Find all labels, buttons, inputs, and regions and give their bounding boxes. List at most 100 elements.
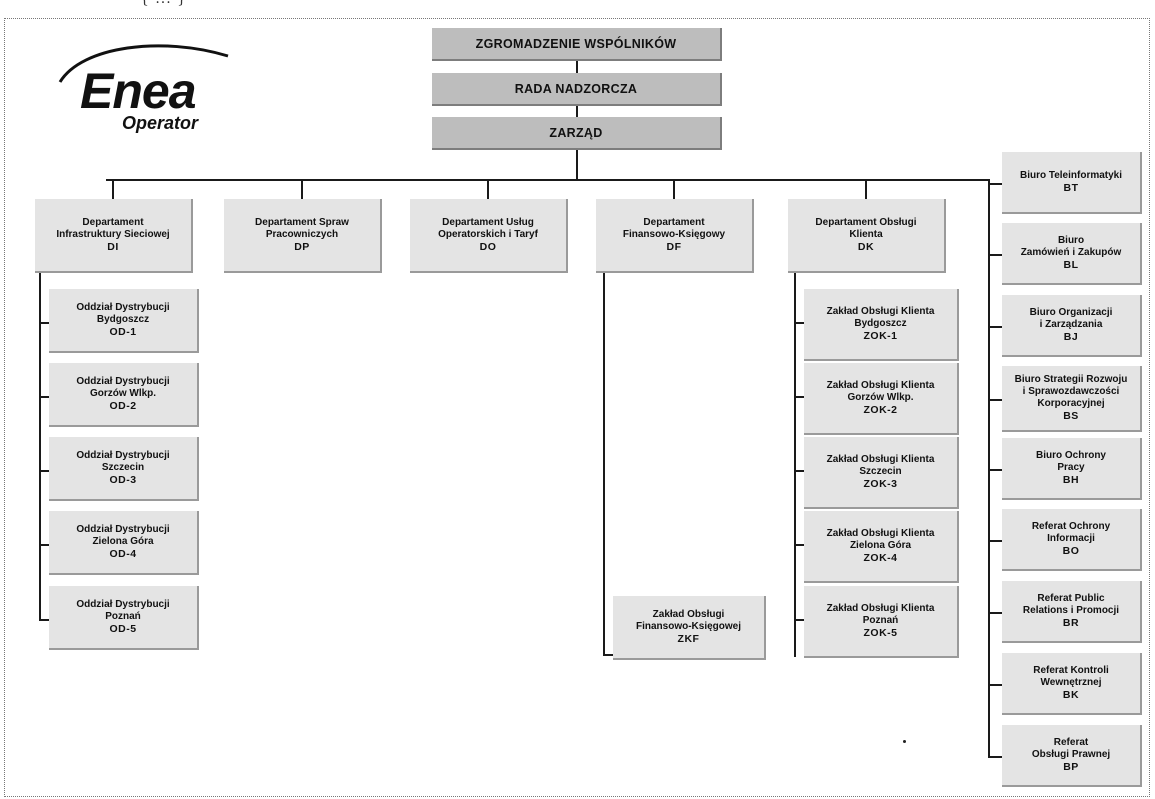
- unit-code: BT: [1063, 182, 1079, 194]
- box-label-line: Biuro Ochrony: [1035, 450, 1106, 461]
- connector-office: [988, 183, 1002, 185]
- connector-unit: [794, 470, 804, 472]
- box-label-line: Referat Ochrony: [1031, 521, 1111, 532]
- box-label-line: Oddział Dystrybucji: [76, 599, 170, 610]
- box-label-line: Departament: [82, 217, 144, 228]
- connector-office: [988, 326, 1002, 328]
- box-label-line: Relations i Promocji: [1022, 605, 1120, 616]
- unit-code: DF: [666, 241, 682, 253]
- scan-dot: [903, 740, 906, 743]
- unit-code: ZOK-2: [863, 404, 898, 416]
- cropped-header-text: { ... }: [140, 0, 187, 7]
- box-label-line: Infrastruktury Sieciowej: [56, 229, 170, 240]
- connector-unit: [794, 396, 804, 398]
- connector-department: [301, 180, 303, 199]
- unit-code: OD-1: [109, 326, 137, 338]
- connector-office: [988, 254, 1002, 256]
- box-label-line: Departament Obsługi: [815, 217, 917, 228]
- office-spine-line: [988, 179, 990, 756]
- unit-code: DK: [857, 241, 875, 253]
- box-label-line: Poznań: [105, 611, 141, 622]
- box-label-line: Wewnętrznej: [1040, 677, 1102, 688]
- unit-code: BL: [1063, 259, 1079, 271]
- box-label-line: Gorzów Wlkp.: [847, 392, 914, 403]
- box-label-line: Operatorskich i Taryf: [438, 229, 538, 240]
- box-label-line: Oddział Dystrybucji: [76, 524, 170, 535]
- box-label-line: Zakład Obsługi Klienta: [826, 603, 935, 614]
- box-label-line: Poznań: [862, 615, 899, 626]
- box-shareholders-meeting: ZGROMADZENIE WSPÓLNIKÓW: [432, 28, 722, 61]
- unit-code: OD-3: [109, 474, 137, 486]
- box-label-line: Informacji: [1047, 533, 1095, 544]
- unit-code: OD-5: [109, 623, 137, 635]
- unit-code: ZOK-5: [863, 627, 898, 639]
- box-label-line: Bydgoszcz: [96, 314, 150, 325]
- unit-code: BH: [1062, 474, 1080, 486]
- box-label-line: Biuro: [1057, 235, 1085, 246]
- box-label-line: Zielona Góra: [92, 536, 154, 547]
- box-label-line: Pracowniczych: [265, 229, 339, 240]
- box-supervisory-board: RADA NADZORCZA: [432, 73, 722, 106]
- connector-department: [673, 180, 675, 199]
- box-label: ZARZĄD: [549, 125, 603, 140]
- unit-code: BS: [1063, 410, 1079, 422]
- unit-code: BP: [1063, 761, 1079, 773]
- unit-code: OD-4: [109, 548, 137, 560]
- box-label-line: Biuro Teleinformatyki: [1019, 170, 1123, 181]
- box-label-line: Zakład Obsługi Klienta: [826, 306, 935, 317]
- box-label-line: Zakład Obsługi Klienta: [826, 454, 935, 465]
- box-label-line: Zakład Obsługi Klienta: [826, 380, 935, 391]
- connector-office: [988, 399, 1002, 401]
- box-label-line: Biuro Organizacji: [1029, 307, 1113, 318]
- box-label-line: Gorzów Wlkp.: [89, 388, 157, 399]
- connector-unit: [794, 322, 804, 324]
- connector-office: [988, 540, 1002, 542]
- connector-unit: [39, 470, 49, 472]
- connector-unit: [794, 619, 804, 621]
- connector-top-3: [576, 150, 578, 180]
- connector-top-2: [576, 106, 578, 117]
- connector-unit: [39, 322, 49, 324]
- box-label-line: Oddział Dystrybucji: [76, 302, 170, 313]
- unit-code: ZOK-4: [863, 552, 898, 564]
- enea-operator-logo: Enea Operator: [52, 38, 232, 134]
- connector-office: [988, 684, 1002, 686]
- unit-code: ZOK-3: [863, 478, 898, 490]
- box-label-line: Zakład Obsługi Klienta: [826, 528, 935, 539]
- connector-unit: [39, 619, 49, 621]
- logo-word: Enea: [80, 63, 197, 119]
- connector-unit: [603, 654, 613, 656]
- box-label-line: Departament: [643, 217, 705, 228]
- unit-code: BO: [1062, 545, 1080, 557]
- box-label-line: Finansowo-Księgowy: [622, 229, 726, 240]
- box-label-line: i Zarządzania: [1039, 319, 1103, 330]
- unit-code: DO: [479, 241, 497, 253]
- box-label-line: Zielona Góra: [849, 540, 912, 551]
- box-label-line: Klienta: [849, 229, 883, 240]
- unit-code: DP: [294, 241, 310, 253]
- box-label-line: i Sprawozdawczości: [1022, 386, 1120, 397]
- logo-swoosh-icon: [58, 44, 229, 83]
- connector-department: [112, 180, 114, 199]
- dk-spine-line: [794, 273, 796, 657]
- box-label-line: Oddział Dystrybucji: [76, 376, 170, 387]
- box-label-line: Biuro Strategii Rozwoju: [1014, 374, 1128, 385]
